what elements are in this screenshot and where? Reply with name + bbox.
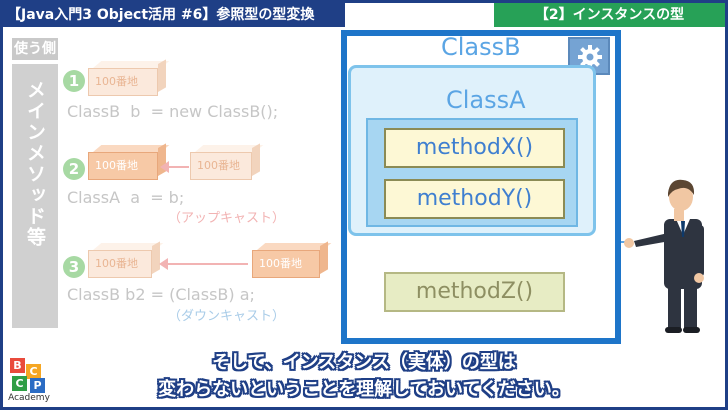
step-3-number: 3 <box>63 256 85 278</box>
step-2-number: 2 <box>63 158 85 180</box>
methodX-box: methodX() <box>384 128 565 168</box>
subtitle-line-1: そして、インスタンス（実体）の型は <box>212 352 516 373</box>
downcast-note: （ダウンキャスト） <box>168 309 286 324</box>
step-2-code: ClassA a = b; <box>67 188 185 207</box>
step-1-address-box: 100番地 <box>88 68 158 96</box>
step-1-code: ClassB b = new ClassB(); <box>67 102 279 121</box>
logo-letter-p: P <box>30 378 45 393</box>
logo-letter-c1: C <box>26 364 41 379</box>
gear-icon <box>578 45 602 69</box>
presenter-figure <box>624 179 704 333</box>
logo-letter-b: B <box>10 358 25 373</box>
step-3-code: ClassB b2 = (ClassB) a; <box>67 285 255 304</box>
step-3-address-box: 100番地 <box>88 250 152 278</box>
caller-bar <box>12 64 58 328</box>
section-title: 【2】インスタンスの型 <box>494 3 725 27</box>
lesson-title: 【Java入門3 Object活用 #6】参照型の型変換 <box>3 3 345 27</box>
step-1-number: 1 <box>63 70 85 92</box>
logo-letter-c2: C <box>12 376 27 391</box>
step-3-source-box: 100番地 <box>252 250 320 278</box>
step-2-address-box: 100番地 <box>88 152 158 180</box>
upcast-note: （アップキャスト） <box>168 211 286 226</box>
methodZ-box: methodZ() <box>384 272 565 312</box>
main-method-label: メインメソッド等 <box>24 80 46 248</box>
methodY-box: methodY() <box>384 179 565 219</box>
logo-caption: Academy <box>8 393 50 403</box>
caller-label: 使う側 <box>12 38 58 60</box>
classB-title: ClassB <box>441 33 521 61</box>
classA-title: ClassA <box>446 86 526 114</box>
academy-logo: B C C P Academy <box>6 356 52 406</box>
subtitle-line-2: 変わらないということを理解しておいてください。 <box>158 379 570 400</box>
step-2-arrow <box>160 161 189 173</box>
step-2-source-box: 100番地 <box>190 152 252 180</box>
step-3-arrow <box>159 258 248 270</box>
